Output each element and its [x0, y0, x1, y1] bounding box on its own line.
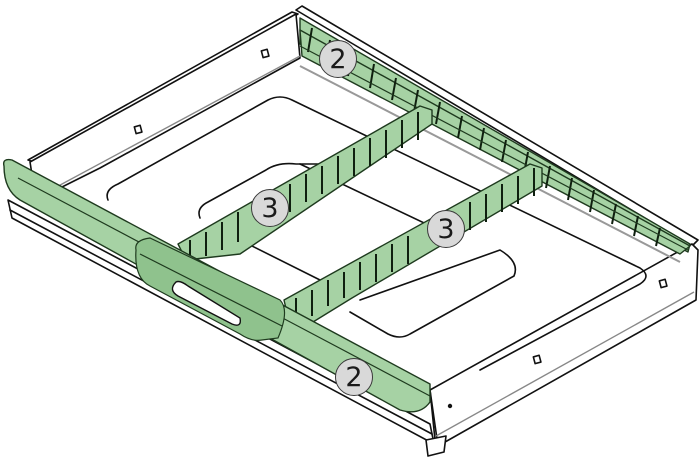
callout-front-divider: 2	[335, 358, 373, 396]
front-divider	[2, 158, 431, 413]
back-divider	[299, 17, 691, 263]
callout-right-cross-divider: 3	[427, 210, 465, 248]
callout-left-cross-divider: 3	[251, 189, 289, 227]
callout-back-divider: 2	[319, 40, 357, 78]
